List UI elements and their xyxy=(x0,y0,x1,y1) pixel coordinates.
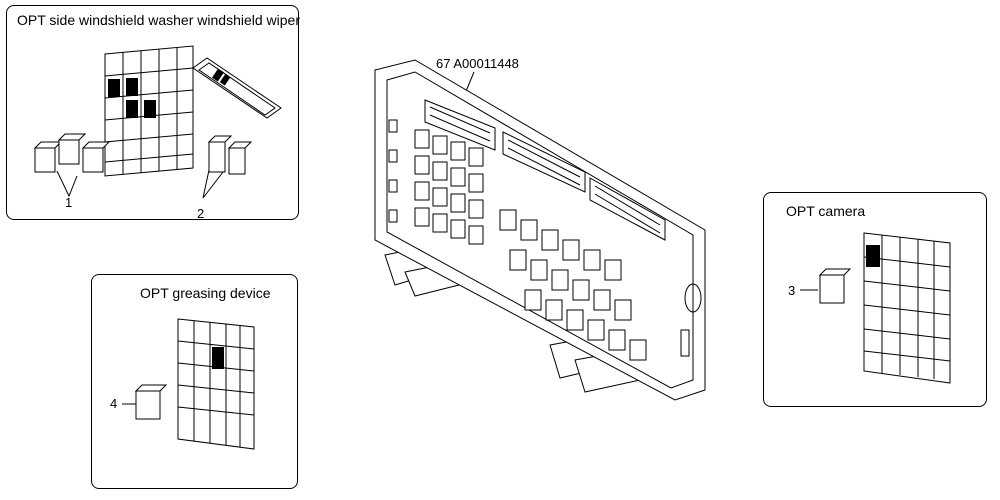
relay-socket-grid-camera xyxy=(864,233,954,383)
fuse-relay-box-assembly xyxy=(375,60,725,400)
panel-camera: OPT camera 3 xyxy=(763,192,987,407)
callout-leader-2 xyxy=(203,168,243,208)
panel-title-camera: OPT camera xyxy=(786,203,866,219)
callout-3: 3 xyxy=(788,283,796,298)
relay-set-item-1 xyxy=(33,134,113,184)
panel-side-washer-wiper: OPT side windshield washer windshield wi… xyxy=(6,5,300,221)
callout-leader-1 xyxy=(47,166,107,206)
panel-greasing-device: OPT greasing device 4 xyxy=(91,274,298,489)
callout-4: 4 xyxy=(110,396,118,411)
main-part-label: 67 A00011448 xyxy=(436,56,519,71)
relay-item-3 xyxy=(818,267,858,307)
relay-item-4 xyxy=(132,383,172,423)
callout-2: 2 xyxy=(197,206,205,221)
panel-title-greasing: OPT greasing device xyxy=(140,285,271,301)
relay-socket-grid xyxy=(105,46,195,176)
callout-leader-4 xyxy=(122,399,142,409)
callout-leader-3 xyxy=(800,285,830,295)
fuse-set-item-2 xyxy=(205,134,265,194)
connector-strip xyxy=(193,58,283,128)
panel-title-side-washer: OPT side windshield washer windshield wi… xyxy=(17,12,300,28)
callout-1: 1 xyxy=(65,195,73,210)
relay-socket-grid-greasing xyxy=(178,319,258,449)
